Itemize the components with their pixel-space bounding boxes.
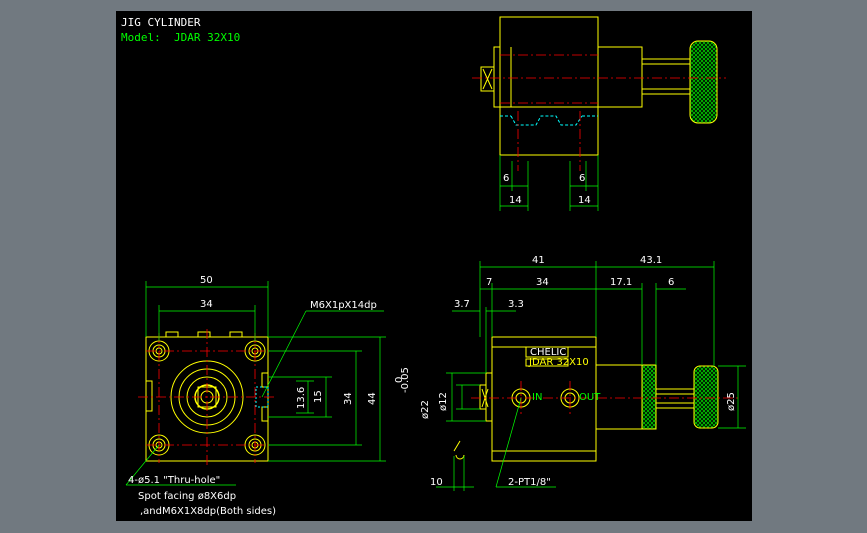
- top-view: [480, 16, 718, 156]
- dim-bolt-span-34: 34: [200, 299, 213, 310]
- dim-tolerance: -0.05: [400, 367, 411, 393]
- side-view-ring: [641, 364, 657, 430]
- hole-note-2: Spot facing ø8X6dp: [138, 491, 236, 502]
- dim-15: 15: [313, 390, 324, 403]
- dim-width-50: 50: [200, 275, 213, 286]
- dim-bolt-span-v-34: 34: [343, 392, 354, 405]
- nameplate: [525, 346, 569, 358]
- top-view-centerlines: [472, 54, 726, 171]
- dim-port-callout: 2-PT1/8": [508, 477, 551, 488]
- dim-13-6: 13.6: [296, 387, 307, 409]
- side-view-knob: [693, 365, 719, 429]
- model-label: Model: JDAR 32X10: [121, 31, 241, 44]
- cad-drawing-viewport[interactable]: JIG CYLINDER Model: JDAR 32X10: [116, 11, 752, 521]
- dim-top-6-right: 6: [579, 173, 585, 184]
- dim-thread-callout: M6X1pX14dp: [310, 300, 377, 311]
- dim-dia22: ø22: [420, 400, 431, 419]
- side-view-centerlines: [471, 381, 741, 415]
- dim-34: 34: [536, 277, 549, 288]
- dim-43-1: 43.1: [640, 255, 662, 266]
- port-in-label: IN: [532, 392, 542, 403]
- dim-41: 41: [532, 255, 545, 266]
- dim-dia25: ø25: [726, 392, 737, 411]
- nameplate-brand: CHELIC: [530, 347, 566, 358]
- dim-tolerance-zero: 0: [394, 377, 405, 383]
- top-view-cylinder: [597, 46, 643, 108]
- dim-17-1: 17.1: [610, 277, 632, 288]
- drawing-title: JIG CYLINDER: [121, 16, 201, 29]
- top-view-nut: [480, 66, 495, 92]
- port-out-label: OUT: [579, 392, 601, 403]
- front-view-dims: [125, 281, 386, 486]
- drawing-canvas: 6 6 14 14 50 34 M6X1pX14dp 44 34 15 13.6…: [125, 16, 746, 517]
- hole-note-1: 4-ø5.1 "Thru-hole": [128, 475, 220, 486]
- dim-height-44: 44: [367, 392, 378, 405]
- top-view-body: [499, 16, 599, 156]
- dim-10: 10: [430, 477, 443, 488]
- dim-top-6-left: 6: [503, 173, 509, 184]
- top-view-cap: [493, 46, 501, 108]
- dim-3-7: 3.7: [454, 299, 470, 310]
- hole-note-3: ,andM6X1X8dp(Both sides): [140, 506, 276, 517]
- dim-6: 6: [668, 277, 674, 288]
- side-view-dims: [436, 261, 746, 491]
- dim-top-14-left: 14: [509, 195, 522, 206]
- top-view-dims: [499, 155, 599, 211]
- dim-3-3: 3.3: [508, 299, 524, 310]
- front-view-centerlines: [138, 329, 276, 467]
- dim-top-14-right: 14: [578, 195, 591, 206]
- top-view-knob: [689, 40, 718, 124]
- dim-dia12: ø12: [438, 392, 449, 411]
- nameplate-model: JDAR 32X10: [528, 357, 589, 368]
- dim-7: 7: [486, 277, 492, 288]
- dimension-labels: 6 6 14 14 50 34 M6X1pX14dp 44 34 15 13.6…: [128, 173, 737, 517]
